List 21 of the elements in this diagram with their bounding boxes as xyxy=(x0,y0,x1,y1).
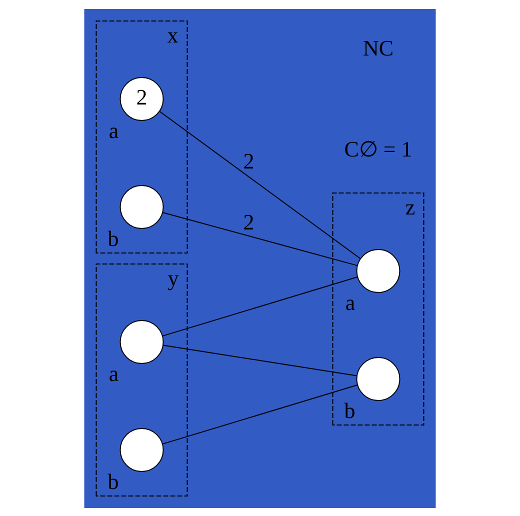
edge-label: 2 xyxy=(243,148,254,174)
connector xyxy=(162,344,358,376)
node-circle xyxy=(120,320,164,364)
node-circle xyxy=(120,428,164,472)
edge-label: 2 xyxy=(243,209,254,234)
node-circle: 2 xyxy=(120,76,164,120)
connector xyxy=(162,384,358,444)
node-label: a xyxy=(108,360,119,386)
node-label: a xyxy=(345,290,356,315)
label: C∅ = 1 xyxy=(344,136,412,162)
connector xyxy=(159,110,362,259)
connector xyxy=(162,276,358,336)
node-label: b xyxy=(108,468,119,494)
node-label: b xyxy=(344,398,356,423)
label: NC xyxy=(362,35,394,60)
node-circle xyxy=(120,184,164,228)
node-circle xyxy=(356,248,400,292)
node-label: b xyxy=(108,226,119,251)
node-label: a xyxy=(108,118,119,143)
connector xyxy=(162,211,358,266)
node-circle xyxy=(356,356,400,400)
